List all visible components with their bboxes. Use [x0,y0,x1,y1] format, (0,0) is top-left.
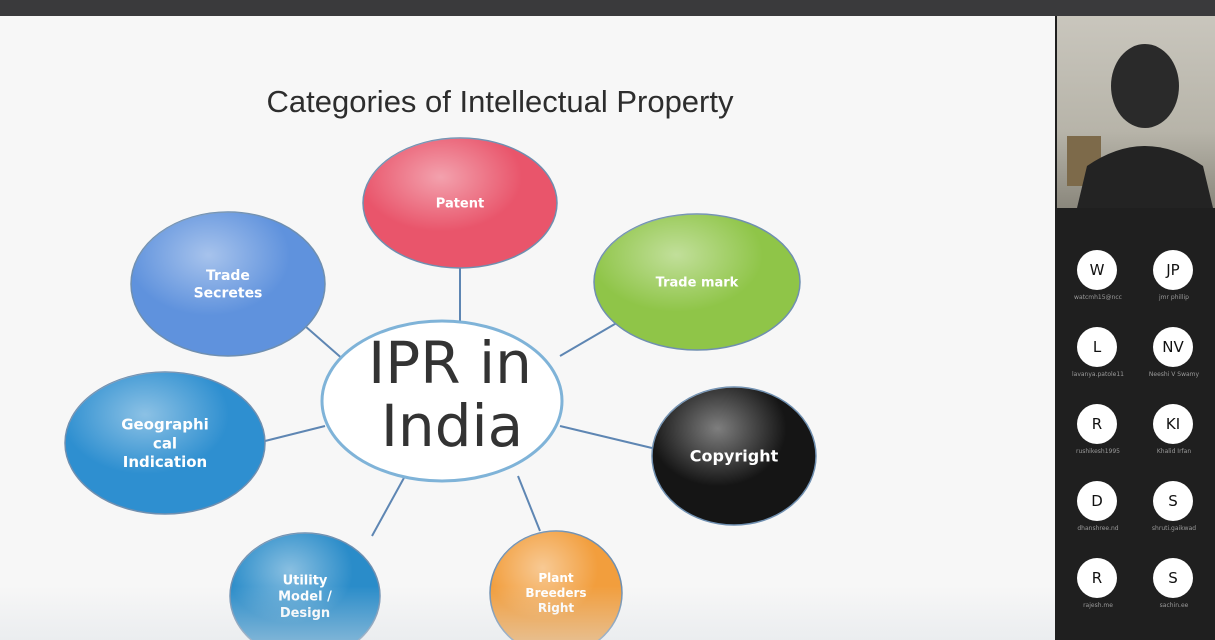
node-label-utility: Model / [278,590,332,605]
connector-utility [371,475,406,537]
node-label-plant: Right [538,601,574,615]
participant-avatar: KI [1153,404,1193,444]
participant-avatar: R [1077,404,1117,444]
top-bar [0,0,1215,16]
participant-avatar: NV [1153,327,1193,367]
participant-avatar: L [1077,327,1117,367]
node-label-plant: Breeders [525,586,586,600]
presentation-slide: Categories of Intellectual Property Pate… [0,16,1055,640]
participant-name: dhanshree.nd [1077,525,1119,532]
participant-avatar: S [1153,481,1193,521]
participant-tile[interactable]: NV Neeshi V Swamy [1135,321,1211,387]
participant-avatar: JP [1153,250,1193,290]
node-gloss-trademark [594,214,800,350]
presenter-silhouette-icon [1067,44,1213,208]
participant-name: sachin.ee [1159,602,1189,609]
participant-name: shruti.gaikwad [1151,525,1197,532]
node-label-utility: Design [280,606,330,621]
participant-avatar: R [1077,558,1117,598]
node-label-geo: cal [153,434,177,452]
participant-name: rushikesh1995 [1075,448,1120,455]
node-gloss-geo [65,372,265,514]
node-label-geo: Geographi [121,416,209,434]
connector-plant [517,475,541,532]
node-label-utility: Utility [283,573,328,588]
center-label-line1: IPR in [368,329,532,397]
slide-title: Categories of Intellectual Property [266,84,734,119]
participant-name: Khalid Irfan [1156,448,1192,455]
node-label-copyright: Copyright [690,447,779,466]
node-gloss-patent [363,138,557,268]
diagram-connectors [264,268,653,537]
participant-avatar: W [1077,250,1117,290]
node-trademark: Trade mark [593,213,801,351]
node-patent: Patent [362,137,558,269]
node-label-trade-secrets: Secretes [194,286,263,302]
node-label-plant: Plant [538,571,574,585]
participant-avatar: D [1077,481,1117,521]
connector-trademark [559,320,621,357]
connector-geo [264,425,326,442]
node-label-patent: Patent [436,197,484,212]
participant-name: Neeshi V Swamy [1148,371,1200,378]
node-label-trade-secrets: Trade [206,268,250,284]
node-gloss-copyright [652,387,816,525]
connector-trade-secrets [304,325,346,362]
presenter-video[interactable] [1057,16,1215,208]
participant-name: jmr phillip [1159,294,1189,301]
center-label-line2: India [381,392,523,460]
participant-name: lavanya.patole11 [1071,371,1124,378]
participant-name: rajesh.me [1083,602,1113,609]
node-gloss-trade-secrets [131,212,325,356]
connector-copyright [559,425,653,449]
participant-avatar: S [1153,558,1193,598]
node-copyright: Copyright [651,386,817,526]
participant-tile[interactable]: JP jmr phillip [1135,244,1211,310]
node-label-trademark: Trade mark [656,276,739,291]
node-label-geo: Indication [123,453,207,471]
participant-name: watcmh15@ncc [1074,294,1122,301]
center-node: IPR in India [320,319,564,483]
participant-tile[interactable]: KI Khalid Irfan [1135,398,1211,464]
